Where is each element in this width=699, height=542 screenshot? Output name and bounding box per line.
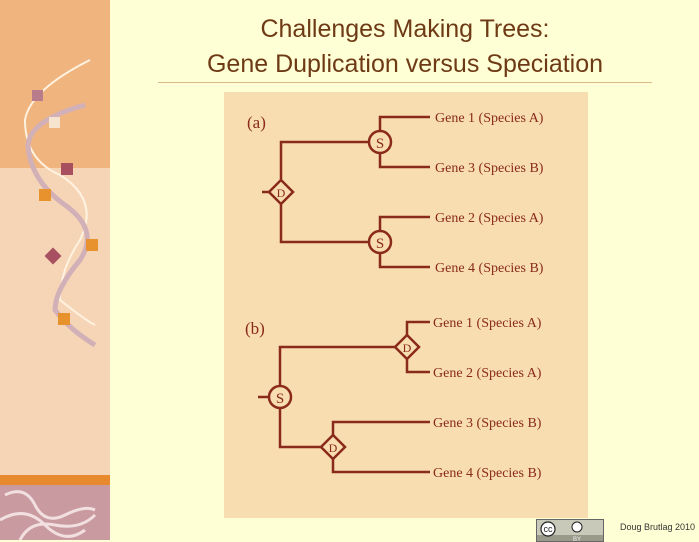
svg-text:D: D — [277, 186, 286, 200]
duplication-node: D — [267, 178, 295, 206]
leaf-label: Gene 4 (Species B) — [435, 261, 544, 276]
speciation-node: S — [367, 229, 393, 255]
leaf-label: Gene 3 (Species B) — [433, 416, 542, 431]
title-line-2: Gene Duplication versus Speciation — [206, 50, 604, 78]
panel-a-label: (a) — [247, 113, 266, 132]
title-line-1: Challenges Making Trees: — [260, 15, 550, 43]
speciation-node: S — [367, 129, 393, 155]
decorative-sidebar — [0, 0, 110, 540]
tree-b-branches — [258, 320, 430, 474]
by-icon: BY — [573, 537, 581, 542]
author-credit: Doug Brutlag 2010 — [620, 522, 696, 532]
leaf-label: Gene 1 (Species A) — [433, 316, 542, 331]
leaf-label: Gene 1 (Species A) — [435, 111, 544, 126]
leaf-label: Gene 2 (Species A) — [433, 366, 542, 381]
svg-text:S: S — [376, 236, 384, 252]
gene-tree-diagram: (a) D S S Gene 1 (Species A) Gene 3 (Spe… — [224, 92, 588, 518]
duplication-node: D — [319, 433, 347, 461]
leaf-label: Gene 4 (Species B) — [433, 466, 542, 481]
duplication-node: D — [393, 333, 421, 361]
speciation-node: S — [267, 384, 293, 410]
creative-commons-badge: cc BY — [536, 519, 604, 542]
svg-text:D: D — [403, 341, 412, 355]
leaf-label: Gene 3 (Species B) — [435, 161, 544, 176]
svg-text:S: S — [376, 136, 384, 152]
leaf-label: Gene 2 (Species A) — [435, 211, 544, 226]
title-divider — [158, 82, 652, 83]
svg-text:D: D — [329, 441, 338, 455]
cc-icon: cc — [544, 524, 554, 534]
panel-b-label: (b) — [245, 319, 265, 338]
svg-text:S: S — [276, 391, 284, 407]
slide-title: Challenges Making Trees: Gene Duplicatio… — [150, 12, 660, 82]
